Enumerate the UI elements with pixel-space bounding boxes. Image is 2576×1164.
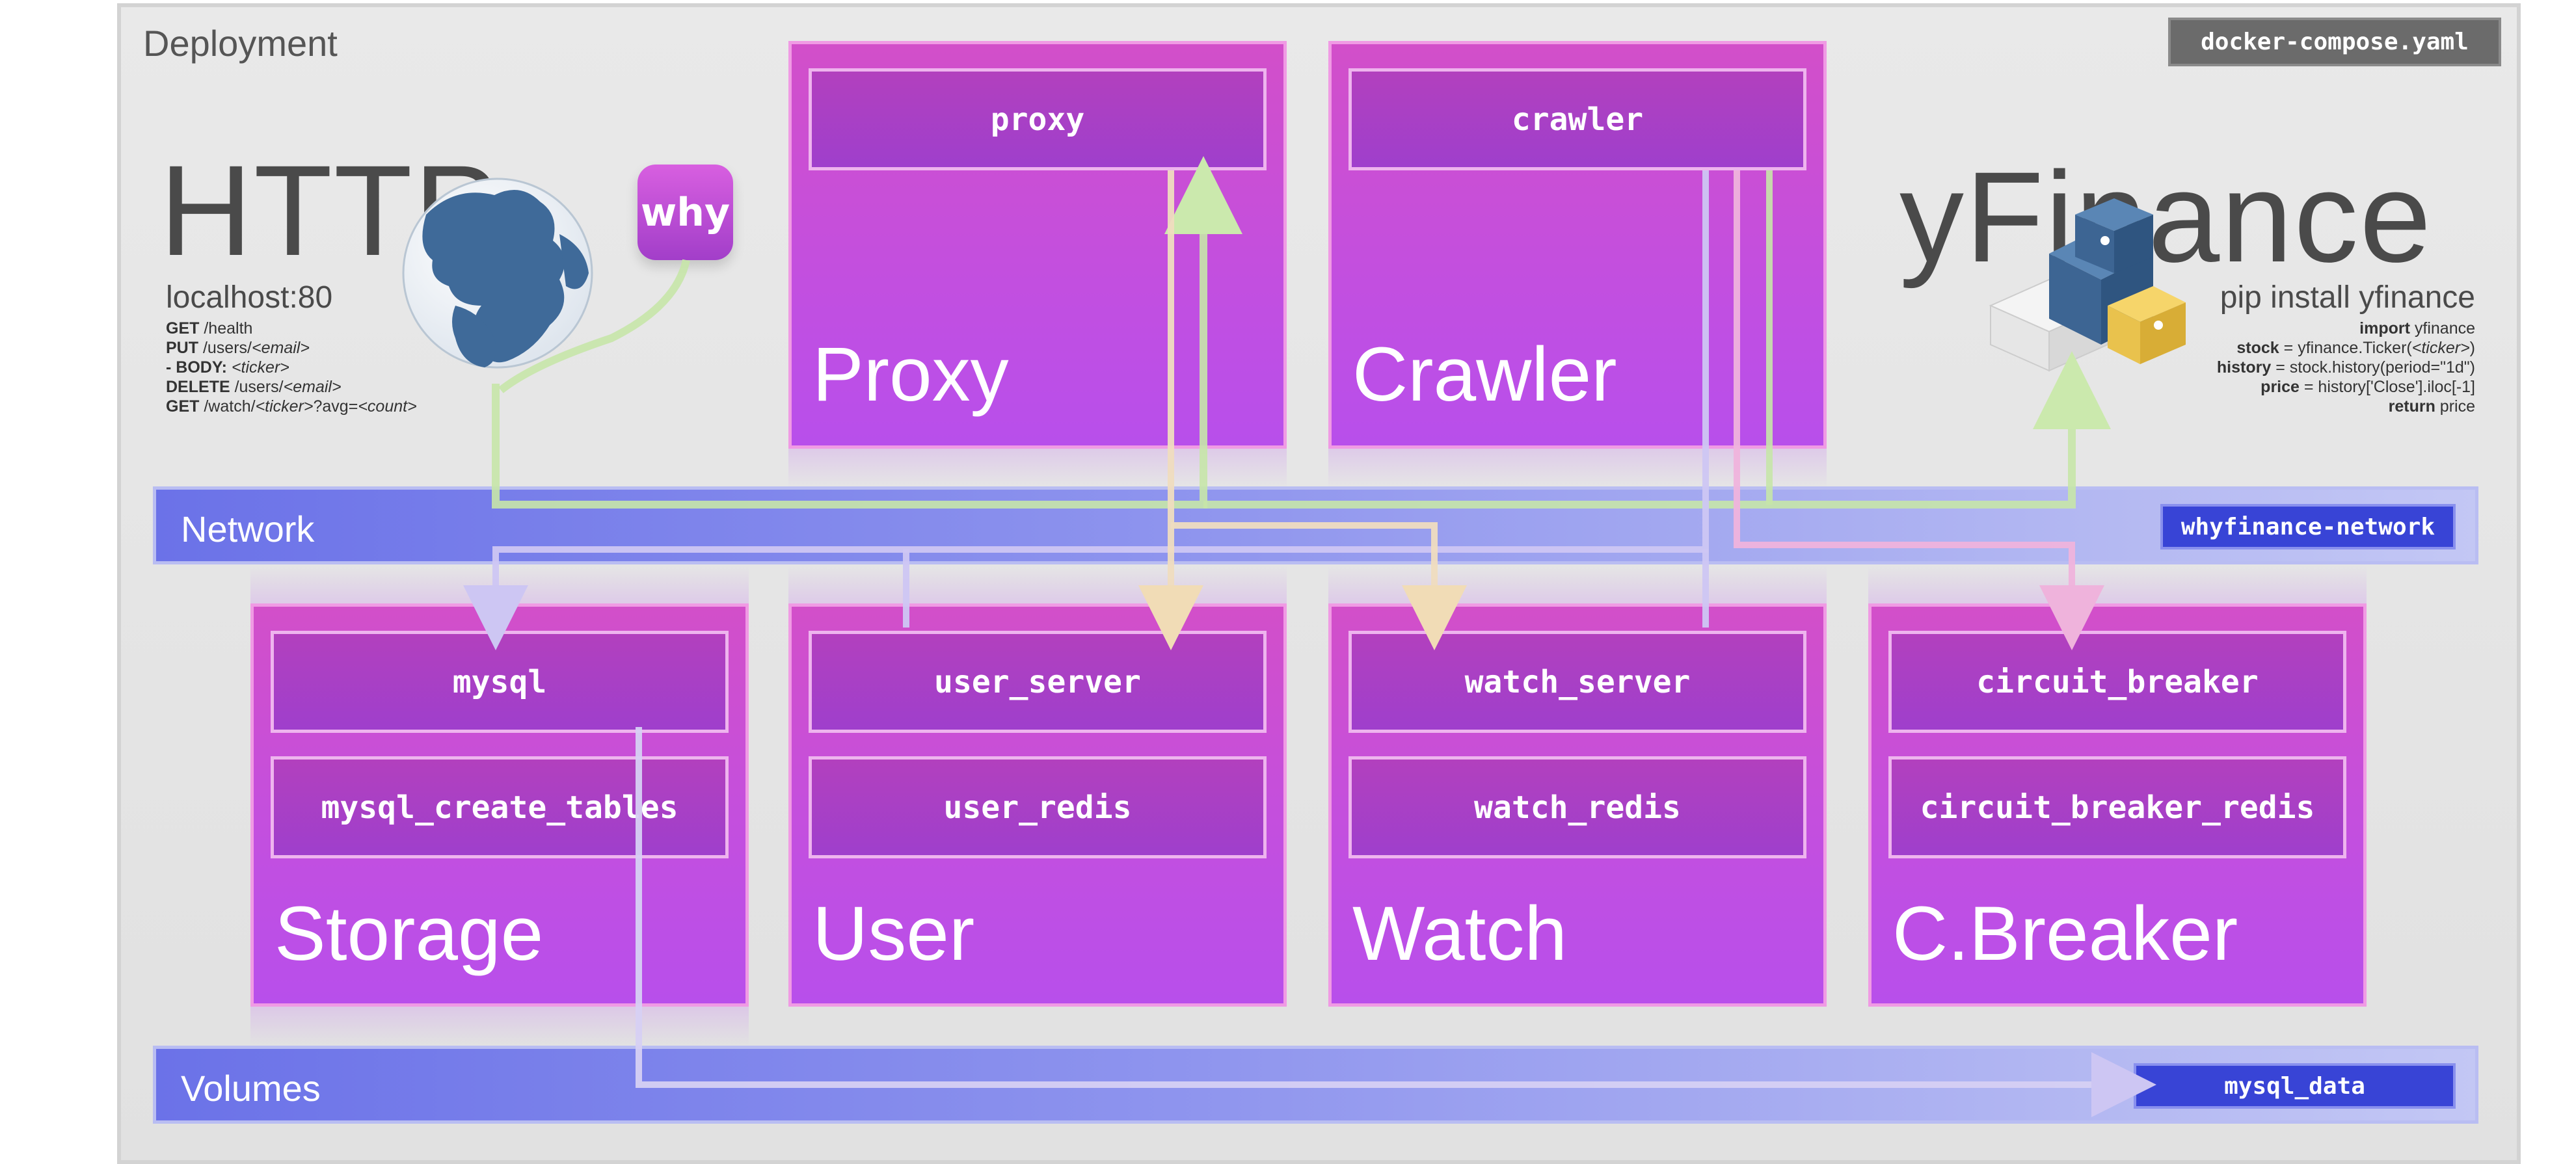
volumes-band: Volumes mysql_data [153, 1046, 2478, 1124]
group-watch-label: Watch [1352, 891, 1568, 977]
endpoint-line: GET /watch/<ticker>?avg=<count> [166, 397, 417, 416]
yfinance-code: import yfinance stock = yfinance.Ticker(… [2217, 319, 2475, 416]
group-cbreaker: circuit_breaker circuit_breaker_redis C.… [1868, 603, 2367, 1007]
group-crawler: crawler Crawler [1328, 41, 1827, 449]
group-shadow [788, 566, 1287, 605]
group-shadow [788, 449, 1287, 488]
group-watch: watch_server watch_redis Watch [1328, 603, 1827, 1007]
yfinance-install: pip install yfinance [2220, 280, 2475, 315]
service-watch-redis[interactable]: watch_redis [1348, 756, 1806, 858]
service-watch-server[interactable]: watch_server [1348, 631, 1806, 733]
code-line: history = stock.history(period="1d") [2216, 358, 2475, 377]
service-mysql[interactable]: mysql [271, 631, 729, 733]
group-crawler-label: Crawler [1352, 332, 1617, 417]
service-user-redis[interactable]: user_redis [809, 756, 1267, 858]
service-circuit-breaker-redis[interactable]: circuit_breaker_redis [1888, 756, 2346, 858]
volume-name-badge: mysql_data [2134, 1063, 2456, 1109]
group-storage: mysql mysql_create_tables Storage [250, 603, 749, 1007]
group-storage-label: Storage [275, 891, 544, 977]
http-title: HTTP [159, 139, 501, 282]
service-user-server[interactable]: user_server [809, 631, 1267, 733]
code-line: return price [2388, 397, 2475, 416]
group-proxy: proxy Proxy [788, 41, 1287, 449]
why-logo: why [637, 165, 733, 260]
compose-file-badge: docker-compose.yaml [2168, 18, 2501, 66]
endpoint-line: PUT /users/<email> [166, 339, 310, 357]
group-proxy-label: Proxy [812, 332, 1009, 417]
network-label: Network [181, 509, 315, 549]
code-line: import yfinance [2359, 319, 2475, 337]
service-proxy[interactable]: proxy [809, 68, 1267, 170]
yfinance-title: yFinance [1899, 145, 2433, 289]
group-shadow [1328, 449, 1827, 488]
group-user: user_server user_redis User [788, 603, 1287, 1007]
http-address: localhost:80 [166, 280, 333, 315]
group-shadow [250, 566, 749, 605]
volumes-label: Volumes [181, 1068, 321, 1109]
code-line: stock = yfinance.Ticker(<ticker>) [2236, 339, 2475, 357]
service-mysql-create-tables[interactable]: mysql_create_tables [271, 756, 729, 858]
endpoint-line: GET /health [166, 319, 253, 337]
group-shadow [1868, 566, 2367, 605]
group-cbreaker-label: C.Breaker [1892, 891, 2238, 977]
group-shadow [250, 1007, 749, 1046]
deployment-title: Deployment [143, 23, 338, 64]
network-band: Network whyfinance-network [153, 486, 2478, 564]
service-circuit-breaker[interactable]: circuit_breaker [1888, 631, 2346, 733]
group-shadow [1328, 566, 1827, 605]
endpoint-line: - BODY: <ticker> [166, 358, 289, 377]
service-crawler[interactable]: crawler [1348, 68, 1806, 170]
network-name-badge: whyfinance-network [2160, 504, 2456, 549]
code-line: price = history['Close'].iloc[-1] [2261, 378, 2475, 396]
endpoint-line: DELETE /users/<email> [166, 378, 342, 396]
http-endpoints: GET /health PUT /users/<email> - BODY: <… [166, 319, 417, 416]
group-user-label: User [812, 891, 975, 977]
